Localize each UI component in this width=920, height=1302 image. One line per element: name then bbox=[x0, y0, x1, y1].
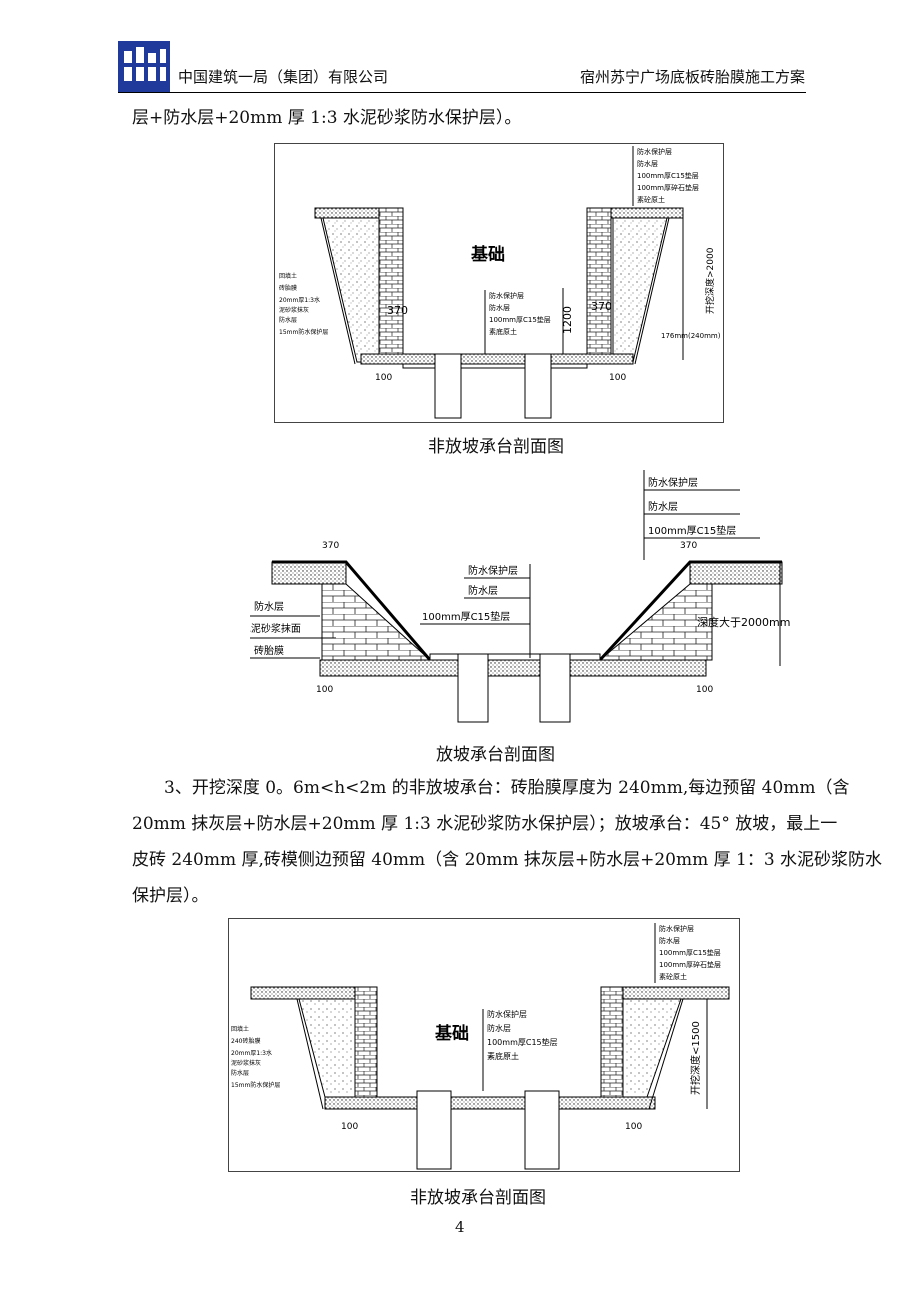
legend-item: 防水保护层 bbox=[637, 147, 672, 156]
legend-item: 防水层 bbox=[489, 303, 510, 312]
legend-item: 防水层 bbox=[468, 584, 498, 597]
dim-depth: 开挖深度>2000 bbox=[704, 247, 716, 314]
legend-item: 回填土 bbox=[231, 1025, 249, 1033]
legend-item: 防水层 bbox=[648, 500, 678, 513]
legend-item: 15mm防水保护层 bbox=[279, 328, 328, 336]
foundation-label: 基础 bbox=[470, 244, 505, 265]
dim-370-left: 370 bbox=[322, 541, 339, 551]
legend-item: 100mm厚C15垫层 bbox=[489, 315, 551, 324]
page-number: 4 bbox=[455, 1218, 465, 1236]
paragraph-3-line-1: 3、开挖深度 0。6m<h<2m 的非放坡承台：砖胎膜厚度为 240mm,每边预… bbox=[164, 778, 850, 798]
dim-100-left: 100 bbox=[341, 1122, 358, 1132]
legend-item: 20mm厚1:3水 bbox=[279, 296, 320, 304]
legend-item: 100mm厚C15垫层 bbox=[487, 1037, 558, 1047]
legend-item: 素底原土 bbox=[487, 1051, 519, 1061]
mid-legend: 防水保护层 防水层 100mm厚C15垫层 素底原土 bbox=[482, 1009, 558, 1091]
legend-item: 防水层 bbox=[279, 316, 297, 324]
legend-item: 素砼原土 bbox=[659, 972, 687, 981]
figure-2-drawing: 防水保护层 防水层 100mm厚C15垫层 深度大于2000mm 370 370… bbox=[202, 470, 790, 723]
figure-2-caption: 放坡承台剖面图 bbox=[436, 745, 555, 765]
legend-item: 防水层 bbox=[254, 600, 284, 613]
company-logo bbox=[118, 41, 170, 93]
legend-item: 防水层 bbox=[487, 1023, 511, 1033]
dim-depth: 开挖深度<1500 bbox=[689, 1021, 702, 1095]
legend-item: 240砖胎膜 bbox=[231, 1037, 260, 1045]
legend-item: 100mm厚C15垫层 bbox=[659, 948, 721, 957]
legend-item: 防水层 bbox=[659, 936, 680, 945]
dim-176: 176mm(240mm) bbox=[661, 332, 721, 340]
dim-depth: 深度大于2000mm bbox=[697, 615, 790, 629]
legend-item: 防水保护层 bbox=[489, 291, 524, 300]
paragraph-3-line-3: 皮砖 240mm 厚,砖模侧边预留 40mm（含 20mm 抹灰层+防水层+20… bbox=[132, 850, 883, 870]
legend-item: 泥砂浆抹灰 bbox=[279, 306, 309, 314]
figure-1-caption: 非放坡承台剖面图 bbox=[428, 437, 564, 457]
left-legend: 回填土 砖胎膜 20mm厚1:3水 泥砂浆抹灰 防水层 15mm防水保护层 bbox=[279, 272, 328, 336]
figure-1-drawing: 基础 370 370 1200 开挖深度>2000 176mm(240mm) 1… bbox=[279, 146, 721, 419]
left-legend: 回填土 240砖胎膜 20mm厚1:3水 泥砂浆抹灰 防水层 15mm防水保护层 bbox=[231, 1025, 280, 1089]
mid-legend: 防水保护层 防水层 100mm厚C15垫层 bbox=[420, 564, 531, 658]
legend-item: 20mm厚1:3水 bbox=[231, 1049, 272, 1057]
dim-370-right: 370 bbox=[591, 300, 612, 313]
dim-100-right: 100 bbox=[696, 685, 713, 695]
header-company: 中国建筑一局（集团）有限公司 bbox=[178, 68, 389, 86]
figure-1: 基础 370 370 1200 开挖深度>2000 176mm(240mm) 1… bbox=[274, 143, 724, 423]
mid-legend: 防水保护层 防水层 100mm厚C15垫层 素底原土 bbox=[484, 290, 551, 354]
legend-item: 防水保护层 bbox=[659, 924, 694, 933]
legend-item: 素砼原土 bbox=[637, 195, 665, 204]
dim-100-left: 100 bbox=[375, 373, 392, 383]
foundation-label: 基础 bbox=[434, 1023, 469, 1044]
dim-1200: 1200 bbox=[561, 306, 574, 334]
legend-item: 100mm厚C15垫层 bbox=[648, 524, 736, 537]
right-legend: 防水保护层 防水层 100mm厚C15垫层 100mm厚碎石垫层 素砼原土 bbox=[632, 146, 699, 206]
dim-370-left: 370 bbox=[387, 304, 408, 317]
figure-3: 基础 开挖深度<1500 100 100 防水保护层 防水层 100mm厚C15… bbox=[228, 918, 740, 1172]
header-rule bbox=[118, 92, 806, 93]
legend-item: 防水保护层 bbox=[487, 1009, 527, 1019]
paragraph-3-line-4: 保护层）。 bbox=[132, 886, 209, 906]
legend-item: 防水层 bbox=[231, 1069, 249, 1077]
legend-item: 100mm厚碎石垫层 bbox=[637, 183, 699, 192]
dim-100-right: 100 bbox=[625, 1122, 642, 1132]
legend-item: 100mm厚碎石垫层 bbox=[659, 960, 721, 969]
dim-100-left: 100 bbox=[316, 685, 333, 695]
intro-line: 层+防水层+20mm 厚 1:3 水泥砂浆防水保护层）。 bbox=[132, 108, 522, 128]
legend-item: 泥砂浆抹灰 bbox=[231, 1059, 261, 1067]
legend-item: 砖胎膜 bbox=[254, 644, 284, 657]
legend-item: 防水保护层 bbox=[648, 476, 698, 489]
figure-3-drawing: 基础 开挖深度<1500 100 100 防水保护层 防水层 100mm厚C15… bbox=[231, 923, 730, 1170]
header-doc-title: 宿州苏宁广场底板砖胎膜施工方案 bbox=[579, 68, 805, 86]
legend-item: 回填土 bbox=[279, 272, 297, 280]
right-legend: 防水保护层 防水层 100mm厚C15垫层 100mm厚碎石垫层 素砼原土 bbox=[654, 923, 721, 983]
legend-item: 防水保护层 bbox=[468, 564, 518, 577]
legend-item: 100mm厚C15垫层 bbox=[637, 171, 699, 180]
figure-3-caption: 非放坡承台剖面图 bbox=[410, 1188, 546, 1208]
paragraph-3-line-2: 20mm 抹灰层+防水层+20mm 厚 1:3 水泥砂浆防水保护层）；放坡承台：… bbox=[132, 814, 838, 834]
legend-item: 防水层 bbox=[637, 159, 658, 168]
legend-item: 素底原土 bbox=[489, 327, 517, 336]
legend-item: 砖胎膜 bbox=[279, 284, 297, 292]
dim-100-right: 100 bbox=[609, 373, 626, 383]
legend-item: 100mm厚C15垫层 bbox=[422, 610, 510, 623]
legend-item: 20厚1:3水泥砂浆抹面 bbox=[250, 622, 301, 635]
legend-item: 15mm防水保护层 bbox=[231, 1081, 280, 1089]
dim-370-right: 370 bbox=[680, 541, 697, 551]
top-legend: 防水保护层 防水层 100mm厚C15垫层 bbox=[643, 470, 760, 560]
figure-2: 防水保护层 防水层 100mm厚C15垫层 深度大于2000mm 370 370… bbox=[202, 470, 810, 726]
